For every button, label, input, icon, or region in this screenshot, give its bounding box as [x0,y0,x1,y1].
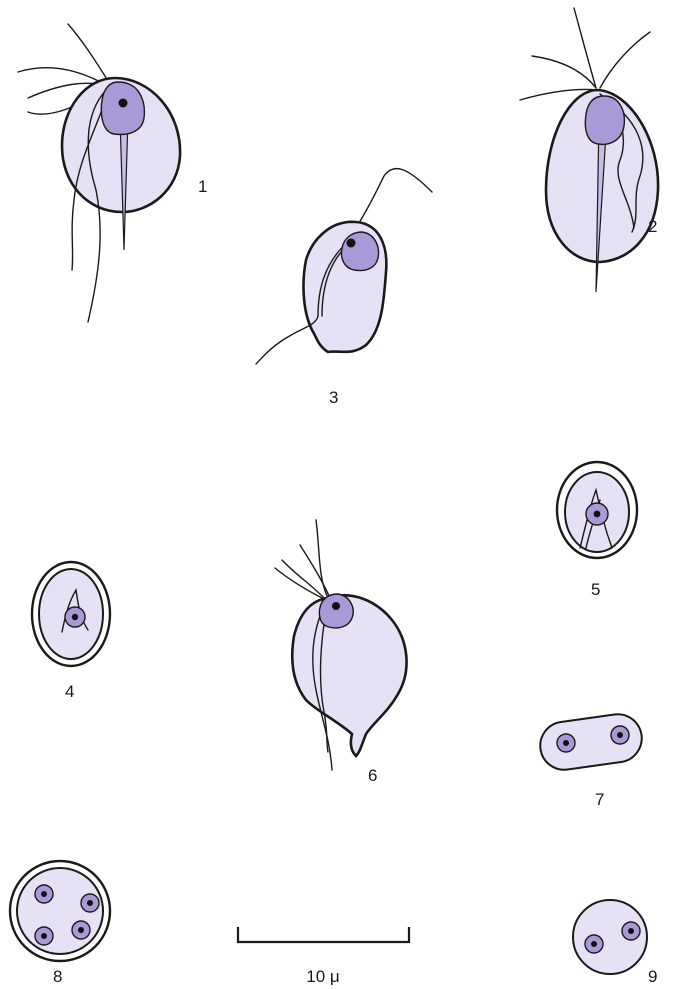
organism-4-label: 4 [65,682,74,701]
organism-7-label: 7 [595,790,604,809]
organism-8: 8 [10,861,110,986]
organism-2-label: 2 [648,217,657,236]
organism-8-karyosome [78,927,84,933]
organism-7: 7 [537,711,645,809]
organism-9-label: 9 [648,967,657,986]
organism-9-karyosome [628,928,634,934]
organism-3: 3 [256,169,432,407]
organism-1-flagellum [68,24,110,84]
organism-3-nucleus [342,232,379,271]
organism-9: 9 [573,900,657,986]
organism-8-karyosome [87,900,93,906]
organism-8-karyosome [41,891,47,897]
organism-2-nucleus [585,96,624,144]
organism-1-karyosome [119,99,128,108]
scale-bar-line [238,927,409,942]
organism-6-flagellum [316,520,328,598]
organism-6-label: 6 [368,766,377,785]
organism-3-karyosome [347,239,356,248]
organism-6-karyosome [332,602,340,610]
organism-2-flagellum [600,32,650,88]
organism-6-flagellum [282,560,326,600]
organism-6-flagellum [275,568,326,600]
organism-8-label: 8 [53,967,62,986]
organism-6: 6 [275,520,407,785]
scale-bar: 10 μ [238,927,409,986]
organism-4: 4 [32,562,110,701]
scale-bar-label: 10 μ [306,967,339,986]
organism-1-label: 1 [198,177,207,196]
organism-2-flagellum [532,56,596,88]
organism-6-nucleus [319,594,353,628]
organism-5-karyosome [594,511,601,518]
organism-5: 5 [557,462,637,599]
organism-7-karyosome [617,732,623,738]
organism-2: 2 [520,8,658,292]
organism-7-karyosome [563,740,569,746]
organism-3-label: 3 [329,388,338,407]
organism-1: 1 [18,24,207,322]
organism-4-karyosome [72,614,78,620]
organism-1-nucleus [101,82,144,134]
organism-8-karyosome [41,933,47,939]
organism-9-karyosome [591,941,597,947]
organism-5-label: 5 [591,580,600,599]
organism-7-body [537,711,645,773]
